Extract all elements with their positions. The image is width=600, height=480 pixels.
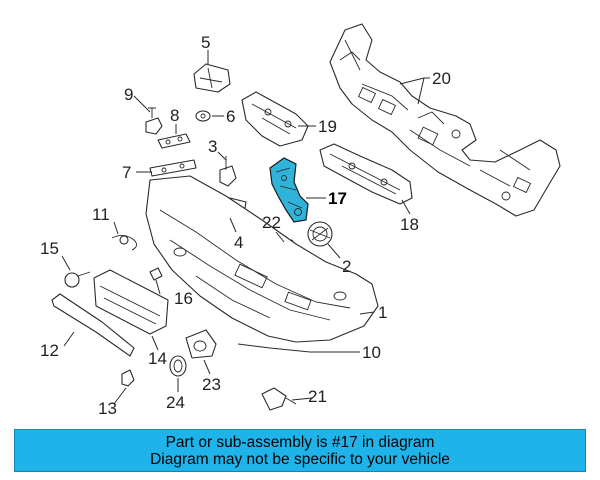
part-11-wire-clip [111, 235, 137, 251]
part-5-clip-bracket [193, 63, 231, 93]
callout-9: 9 [124, 85, 133, 104]
callout-20: 20 [432, 69, 451, 88]
part-12-trim-strip [51, 293, 135, 357]
part-14-plate-holder [93, 269, 169, 335]
banner-line-2: Diagram may not be specific to your vehi… [150, 450, 450, 468]
part-18-side-bracket [319, 143, 413, 205]
part-10-molding-strip [237, 343, 348, 353]
part-21-bracket [261, 387, 297, 411]
callout-17: 17 [328, 189, 347, 208]
part-3-bolt [219, 156, 237, 187]
exploded-parts-diagram: 5 6 9 8 7 3 4 11 15 16 14 12 13 24 23 21… [40, 23, 561, 418]
callout-12: 12 [40, 341, 59, 360]
callout-3: 3 [208, 137, 217, 156]
part-17-highlighted-bracket [269, 157, 309, 223]
callout-23: 23 [202, 375, 221, 394]
part-23-sensor [185, 329, 217, 359]
callout-leaders [61, 50, 430, 405]
part-24-grommet [169, 355, 187, 377]
part-15-fastener [64, 271, 91, 288]
part-19-mounting-bracket [241, 91, 309, 147]
callout-4: 4 [234, 233, 243, 252]
part-13-plug [121, 369, 135, 387]
callout-8: 8 [170, 106, 179, 125]
callout-2: 2 [342, 257, 351, 276]
callout-19: 19 [318, 117, 337, 136]
callout-10: 10 [362, 343, 381, 362]
callout-16: 16 [174, 289, 193, 308]
callout-13: 13 [98, 399, 117, 418]
callout-11: 11 [92, 205, 110, 224]
part-20-bumper-reinforcement [329, 23, 561, 217]
callout-14: 14 [148, 349, 167, 368]
callout-labels: 5 6 9 8 7 3 4 11 15 16 14 12 13 24 23 21… [40, 33, 451, 418]
callout-6: 6 [226, 107, 235, 126]
part-1-bumper-cover [145, 175, 379, 343]
part-8-bracket-strip [157, 133, 191, 149]
callout-24: 24 [166, 393, 185, 412]
callout-7: 7 [122, 163, 131, 182]
callout-21: 21 [308, 387, 327, 406]
callout-5: 5 [201, 33, 210, 52]
callout-22: 22 [262, 213, 281, 232]
banner-line-1: Part or sub-assembly is #17 in diagram [165, 433, 435, 451]
callout-1: 1 [378, 303, 387, 322]
callout-18: 18 [400, 215, 419, 234]
part-7-bracket-strip [149, 159, 197, 177]
part-6-clip [195, 110, 211, 122]
part-2-housing [307, 221, 333, 247]
part-16-screw [149, 267, 163, 281]
info-banner: Part or sub-assembly is #17 in diagram D… [14, 429, 586, 472]
callout-15: 15 [40, 239, 59, 258]
part-9-push-pin [145, 107, 163, 135]
